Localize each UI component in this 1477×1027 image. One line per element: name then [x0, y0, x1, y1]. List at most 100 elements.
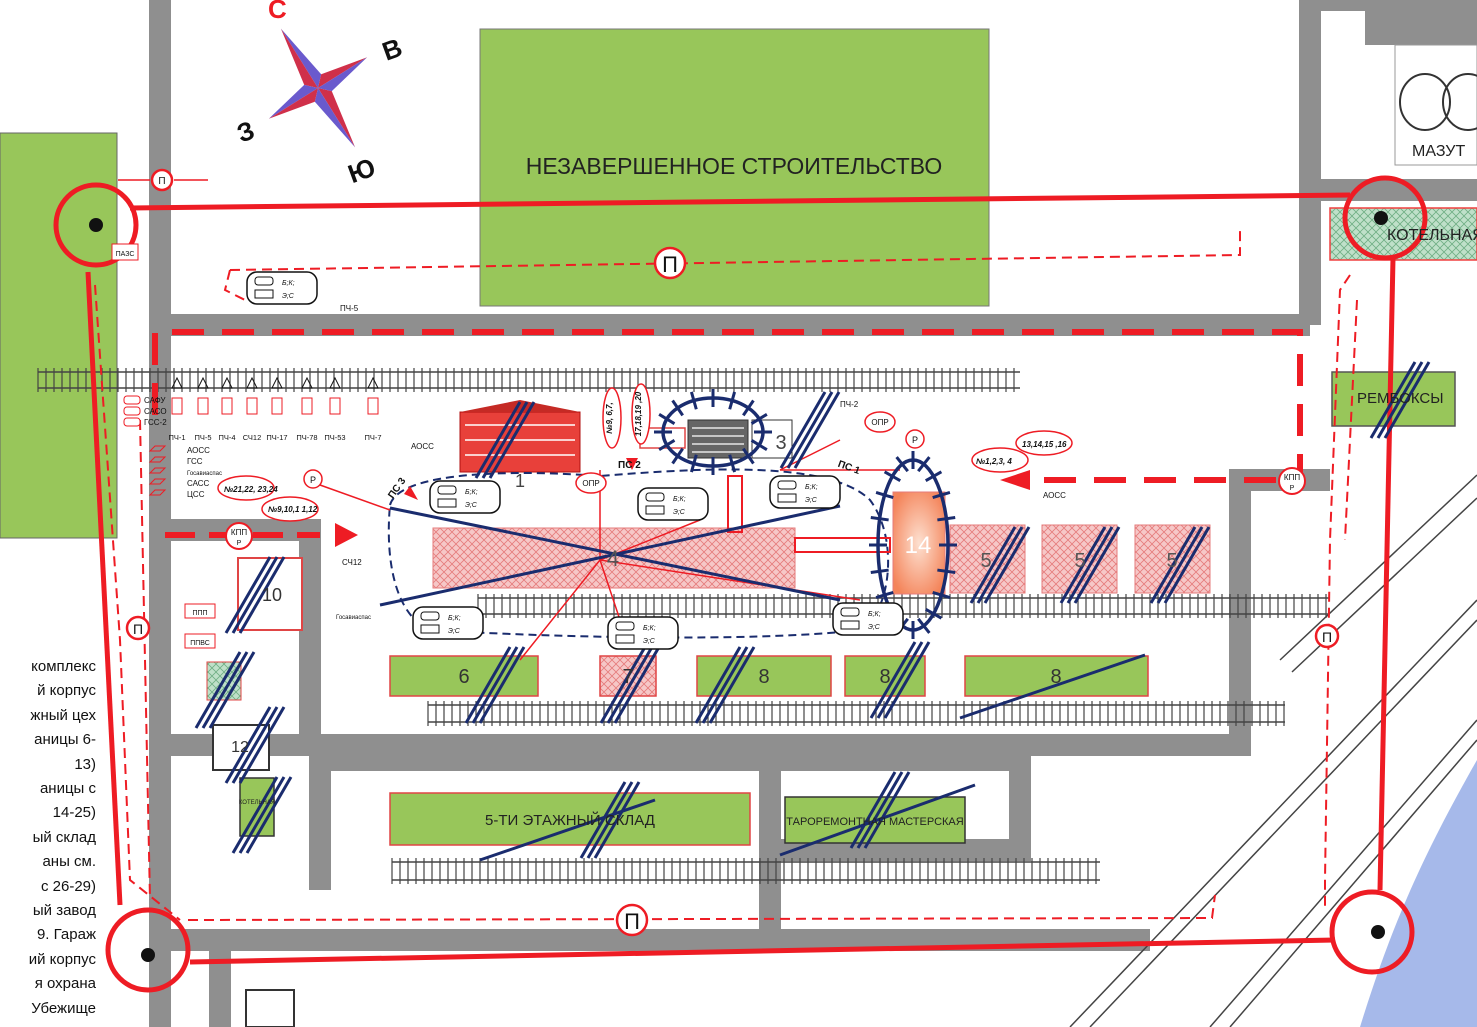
legend-line: жный цех	[30, 706, 96, 724]
building-5b-num: 5	[1074, 550, 1085, 572]
aoss-label-1: АОСС	[411, 442, 434, 451]
unit-left2-label: САСС	[187, 479, 210, 488]
pazs-label: ПАЗС	[116, 251, 135, 258]
building-8c-num: 8	[1050, 666, 1061, 688]
operator-sign: Б;К;Э;С	[832, 602, 904, 636]
kpp-east: КПП	[1284, 473, 1300, 482]
compass-north: С	[268, 0, 287, 24]
group-9-12: №9,10,1 1,12	[268, 505, 318, 514]
opr-label-1: ОПР	[582, 479, 599, 488]
pch5-label: ПЧ-5	[340, 304, 359, 313]
sign-ec-label: Э;С	[805, 497, 818, 504]
operator-sign: Б;К; Э;С	[607, 616, 679, 650]
unit-top-label: ПЧ-7	[364, 433, 381, 442]
unfinished-label: НЕЗАВЕРШЕННОЕ СТРОИТЕЛЬСТВО	[526, 153, 943, 179]
sch12-label: СЧ12	[342, 558, 362, 567]
building-5c-num: 5	[1166, 550, 1177, 572]
sign-bk-label: Б;К;	[465, 489, 478, 496]
building-8a	[696, 655, 832, 697]
legend-line: 14-25)	[52, 804, 96, 822]
unit-left-label: САФУ	[144, 396, 166, 405]
building-10-num: 10	[262, 585, 282, 605]
sign-bk-label: Б;К;	[643, 625, 656, 632]
destruction-marks	[194, 361, 1431, 862]
legend-line: я охрана	[34, 975, 96, 993]
river	[1360, 760, 1477, 1027]
p-markers	[125, 168, 1340, 937]
kpp-east-r: Р	[1290, 485, 1295, 492]
legend-line: Убежище	[31, 999, 96, 1017]
gosavias-label: Госавиаспас	[336, 615, 371, 621]
building-3-num: 3	[775, 432, 786, 454]
repair-boxes-label: РЕМБОКСЫ	[1357, 390, 1444, 407]
legend-line: ий корпус	[28, 950, 96, 968]
sign-ec-label: Э;С	[465, 502, 478, 509]
r-label-2: Р	[912, 435, 918, 445]
boiler-small	[239, 777, 275, 837]
operator-sign: Б;К; Э;С	[429, 480, 501, 514]
unit-left-label: САСО	[144, 407, 167, 416]
ps3-label: ПС 3	[386, 476, 408, 501]
unit-top-label: ПЧ-1	[168, 433, 185, 442]
perimeter	[53, 175, 1428, 993]
unit-top-label: ПЧ-5	[194, 433, 211, 442]
kpp-west: КПП	[231, 528, 247, 537]
group-1-4: №1,2,3, 4	[976, 457, 1012, 466]
sign-bk-label: Б;К;	[448, 615, 461, 622]
p-marker-nw: П	[158, 176, 165, 187]
operator-sign: Б;К;Э;С	[637, 487, 709, 521]
p-marker-bottom: П	[624, 909, 640, 934]
group-13-16: 13,14,15 ,16	[1022, 440, 1067, 449]
sign-ec-label: Э;С	[448, 628, 461, 635]
building-5a-num: 5	[980, 550, 991, 572]
compass-west: З	[233, 115, 259, 149]
group-callouts	[217, 383, 1073, 522]
warehouse-5-label: 5-ТИ ЭТАЖНЫЙ СКЛАД	[485, 811, 655, 829]
p-marker-east: П	[1322, 629, 1332, 645]
building-8c	[964, 655, 1149, 697]
sign-ec-label: Э;С	[868, 624, 881, 631]
sign-bk-label: Б;К;	[805, 484, 818, 491]
unit-left2-label: АОСС	[187, 446, 210, 455]
ps1-label: ПС 1	[836, 459, 862, 477]
building-1	[459, 400, 581, 473]
unit-top-label: ПЧ-53	[324, 433, 345, 442]
compass-south: Ю	[344, 152, 379, 189]
compass-east: В	[378, 32, 406, 67]
sign-ec-label: Э;С	[643, 638, 656, 645]
legend-line: 9. Гараж	[36, 926, 96, 944]
building-8a-num: 8	[758, 666, 769, 688]
aoss-label-2: АОСС	[1043, 491, 1066, 500]
boiler-small-label: КОТЕЛЬНАЯ	[239, 800, 275, 806]
building-3	[687, 419, 793, 459]
group-9-6-7: №9, 6,7,	[605, 402, 614, 433]
sign-ec-label: Э;С	[673, 509, 686, 516]
unit-left2-label: ЦСС	[187, 490, 205, 499]
opr-markers	[303, 411, 925, 494]
group-21-24: №21,22, 23,24	[224, 485, 278, 494]
r-label-1: Р	[310, 475, 316, 485]
p-marker-west: П	[133, 621, 143, 637]
mazut-label: МАЗУТ	[1412, 143, 1465, 160]
operator-sign: Б;К;Э;С	[246, 271, 318, 305]
opr-label-2: ОПР	[871, 418, 888, 427]
railways	[38, 371, 1477, 1027]
legend-line: 13)	[74, 755, 96, 773]
building-6-num: 6	[458, 666, 469, 688]
legend-line: ый завод	[32, 902, 96, 920]
unit-top-label: ПЧ-17	[266, 433, 287, 442]
hose-lines	[319, 439, 900, 661]
unit-top-label: СЧ12	[243, 433, 262, 442]
kpp-markers	[225, 467, 1306, 550]
operator-sign: Б;К; Э;С	[769, 475, 841, 509]
building-8b-num: 8	[879, 666, 890, 688]
building-7-num: 7	[622, 666, 633, 688]
legend-line: й корпус	[37, 682, 96, 700]
legend-line: комплекс	[31, 658, 96, 675]
group-17-20: 17,18,19 ,20	[634, 391, 643, 436]
legend-line: ый склад	[32, 828, 96, 846]
